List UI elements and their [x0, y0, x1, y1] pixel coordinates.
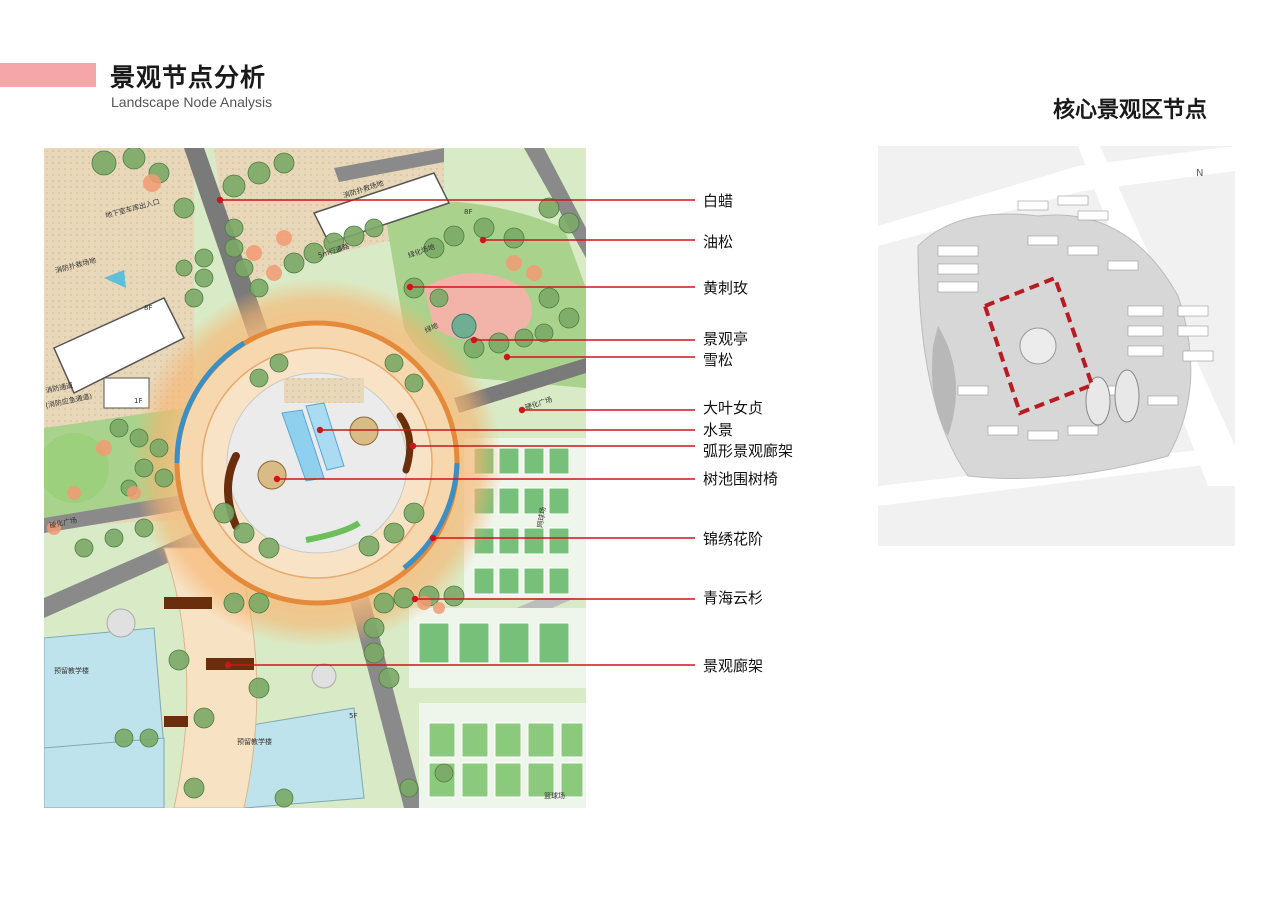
garden-path	[424, 273, 532, 342]
map-text-basketball: 篮球场	[544, 791, 565, 800]
pergola-bar-1	[164, 597, 212, 609]
label-white-wax: 白蜡	[703, 192, 734, 210]
pergola-bar-2	[206, 658, 254, 670]
keymap-buildings	[937, 195, 1214, 441]
label-yellow-rose: 黄刺玫	[703, 279, 749, 297]
map-text-building-b: 预留教学楼	[237, 737, 272, 746]
label-arc-pergola: 弧形景观廊架	[703, 442, 794, 460]
water-feature-pool	[281, 409, 325, 482]
tree-canopies	[74, 148, 580, 808]
page-subtitle: Landscape Node Analysis	[111, 94, 273, 110]
arc-pergola-west	[224, 452, 240, 530]
central-circular-plaza	[132, 278, 502, 648]
building-north	[312, 172, 451, 244]
svg-text:N: N	[1196, 168, 1203, 179]
tree-pool-bench	[257, 460, 287, 490]
label-pergola: 景观廊架	[703, 657, 764, 675]
map-text-building-a: 预留教学楼	[54, 666, 89, 675]
label-tree-bench: 树池围树椅	[703, 470, 779, 488]
map-text-tennis: 网球场	[535, 506, 548, 528]
label-privet: 大叶女贞	[703, 399, 764, 417]
basketball-courts	[419, 703, 586, 808]
map-text-8f-a: 8F	[464, 208, 472, 216]
pavilion-mark	[451, 313, 477, 339]
core-area-boundary	[982, 275, 1095, 416]
arc-pergola-east	[396, 412, 414, 474]
label-pavilion: 景观亭	[703, 330, 749, 348]
label-water-feature: 水景	[703, 421, 734, 439]
label-flower-steps: 锦绣花阶	[703, 530, 764, 548]
map-text-1f: 1F	[134, 397, 142, 405]
key-map: N	[878, 146, 1235, 546]
pergola-bar-3	[164, 716, 188, 727]
map-text-8f-b: 8F	[144, 304, 152, 312]
label-cedar: 雪松	[703, 351, 734, 369]
page-title: 景观节点分析	[110, 63, 267, 92]
label-pine: 油松	[703, 233, 734, 251]
keymap-title: 核心景观区节点	[1053, 98, 1208, 123]
title-accent-bar	[0, 63, 96, 87]
landscape-site-plan: 地下室车库出入口 消防扑救场地 消防扑救场地 5m行道路 绿化场地 绿地 消防通…	[44, 148, 586, 808]
map-text-5f: 5F	[349, 712, 357, 720]
label-spruce: 青海云杉	[703, 589, 764, 607]
